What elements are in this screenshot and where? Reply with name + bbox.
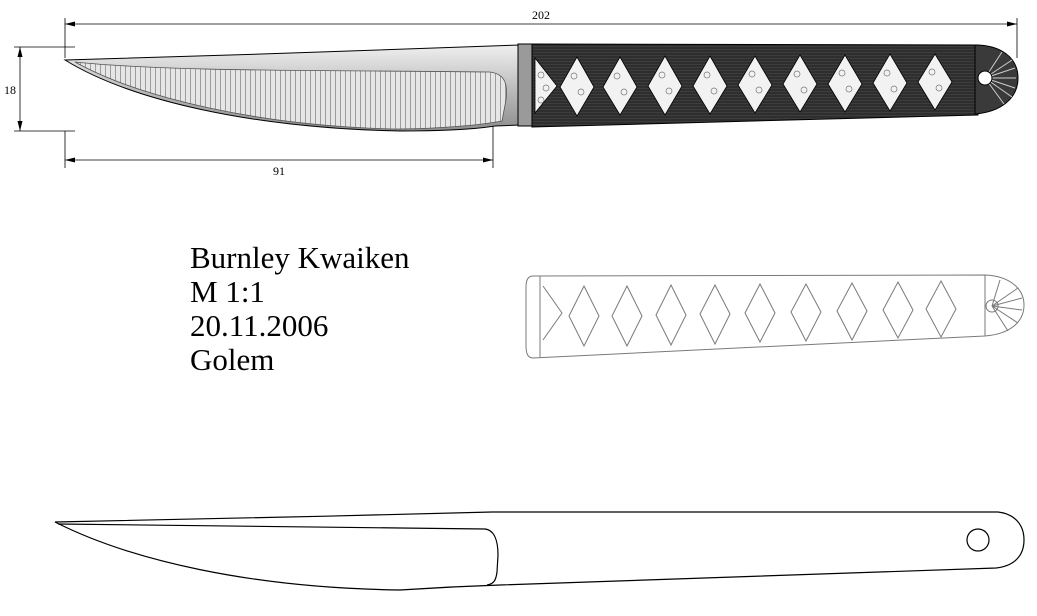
blade-length-label: 91 [273, 164, 285, 178]
dimension-overall [64, 18, 1018, 58]
drawing-date: 20.11.2006 [190, 308, 329, 343]
height-label: 18 [4, 83, 16, 97]
handle-outline-sketch [525, 274, 1025, 359]
title-block: Burnley Kwaiken M 1:1 20.11.2006 Golem [190, 241, 410, 377]
knife-side-view-rendered [63, 43, 1019, 132]
drawing-author: Golem [190, 342, 275, 377]
dimension-height [14, 46, 75, 132]
overall-length-label: 202 [532, 8, 550, 22]
knife-profile-outline [54, 511, 1025, 591]
drawing-scale: M 1:1 [190, 274, 265, 309]
drawing-title: Burnley Kwaiken [190, 240, 410, 275]
dimension-blade [64, 125, 494, 168]
